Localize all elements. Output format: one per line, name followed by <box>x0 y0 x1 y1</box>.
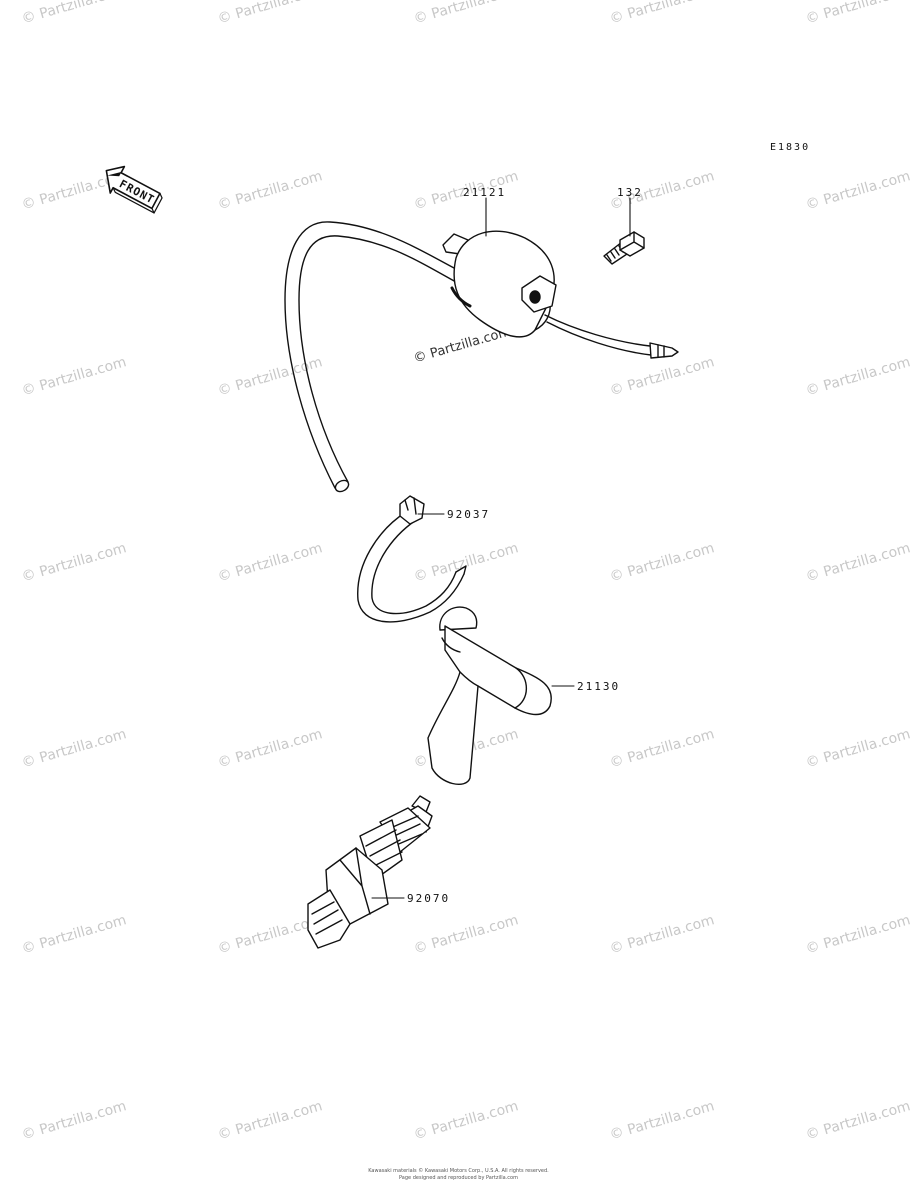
copyright-footer-line2: Page designed and reproduced by Partzill… <box>399 1175 518 1181</box>
part-label-ignition-coil[interactable]: 21121 <box>463 186 507 199</box>
part-label-clamp-band[interactable]: 92037 <box>447 508 491 521</box>
copyright-footer-line1: Kawasaki materials © Kawasaki Motors Cor… <box>368 1168 549 1174</box>
ignition-coil <box>442 230 679 359</box>
bolt <box>603 231 645 265</box>
diagram-reference-code: E1830 <box>770 142 811 153</box>
part-label-spark-plug[interactable]: 92070 <box>407 892 451 905</box>
spark-plug-cap <box>427 606 552 786</box>
leader-lines <box>371 197 631 899</box>
clamp-band <box>357 495 467 623</box>
spark-plug <box>307 795 433 949</box>
front-arrow-icon: FRONT <box>105 165 163 214</box>
ignition-coil-lead <box>284 221 457 493</box>
part-label-spark-plug-cap[interactable]: 21130 <box>577 680 621 693</box>
part-label-bolt[interactable]: 132 <box>617 186 643 199</box>
